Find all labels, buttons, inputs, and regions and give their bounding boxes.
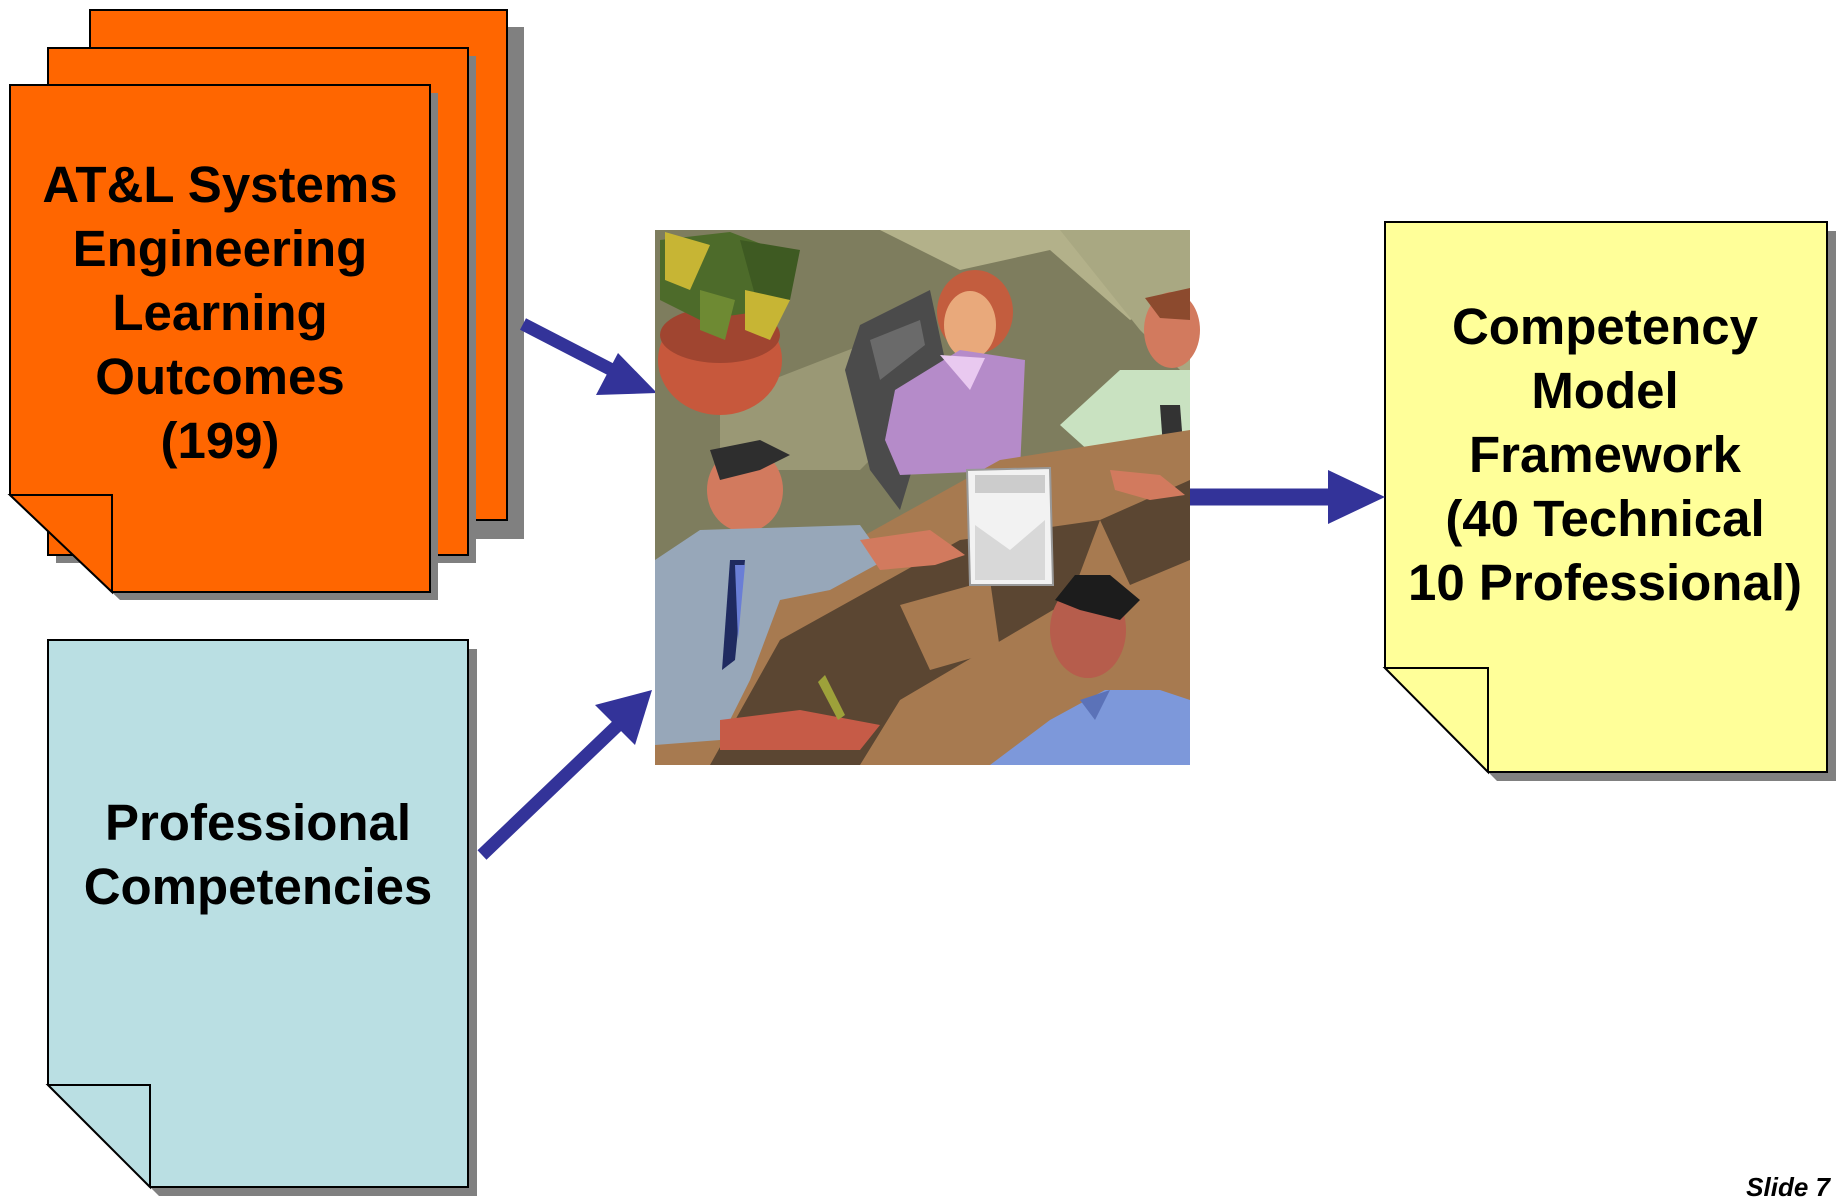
arrow-meeting-to-framework [1175, 470, 1385, 524]
outcomes-page-stack [7, 9, 524, 600]
professional-label: Professional Competencies [48, 780, 468, 930]
outcomes-label-line: Outcomes [95, 347, 345, 405]
framework-label-line: Model [1531, 362, 1679, 419]
arrow-professional-to-meeting [477, 690, 652, 860]
arrow-outcomes-to-meeting [520, 318, 657, 395]
professional-label-line: Professional [104, 794, 412, 851]
framework-label: Competency Model Framework (40 Technical… [1385, 285, 1825, 625]
outcomes-label-line: Learning [112, 283, 328, 341]
professional-label-line: Competencies [83, 858, 433, 915]
outcomes-label-line: AT&L Systems [42, 155, 398, 213]
professional-page [45, 639, 477, 1196]
outcomes-label: AT&L Systems Engineering Learning Outcom… [10, 145, 430, 480]
framework-page-body [1384, 221, 1828, 773]
framework-label-line: Framework [1468, 426, 1742, 483]
page-fold [45, 1084, 151, 1190]
meeting-clipart-icon [655, 230, 1200, 765]
outcomes-label-line: Engineering [72, 219, 368, 277]
framework-label-line: (40 Technical [1445, 490, 1765, 547]
professional-page-body [47, 639, 469, 1188]
framework-label-line: 10 Professional) [1408, 554, 1802, 611]
outcomes-page-front [9, 84, 431, 593]
page-fold [1382, 667, 1489, 775]
framework-page [1382, 221, 1836, 781]
page-fold [7, 494, 113, 595]
outcomes-label-line: (199) [160, 411, 280, 469]
framework-label-line: Competency [1451, 298, 1759, 355]
slide-number: Slide 7 [1746, 1172, 1830, 1202]
